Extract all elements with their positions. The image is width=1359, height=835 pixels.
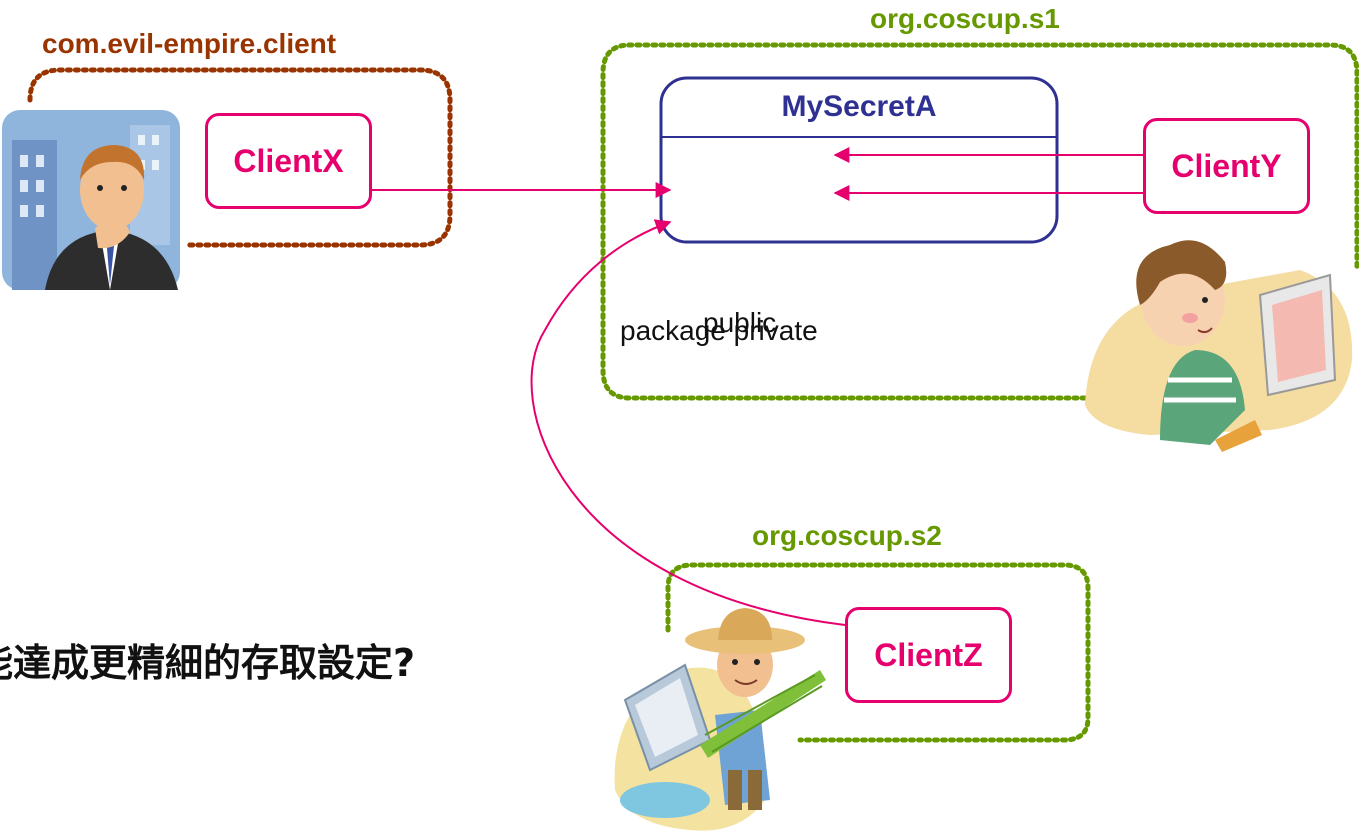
package-label-coscup-s1: org.coscup.s1 [870, 3, 1060, 34]
arrow-clientz-to-mysecreta [530, 219, 846, 626]
annotation-package-private: package private [620, 315, 818, 346]
package-s2-border [665, 562, 1091, 743]
question-text: 能達成更精細的存取設定? [0, 641, 416, 685]
client-box-clientz[interactable]: ClientZ [845, 607, 1012, 703]
businessman-illustration [2, 110, 180, 290]
annotation-public: public [703, 307, 777, 338]
farmer-illustration [614, 608, 826, 831]
class-title-mysecreta: MySecretA [781, 90, 937, 123]
class-box-mysecreta[interactable] [659, 76, 1059, 244]
package-label-coscup-s2: org.coscup.s2 [752, 520, 942, 551]
package-s1-border [600, 42, 1359, 401]
client-box-clientx[interactable]: ClientX [205, 113, 372, 209]
package-evil-border [27, 67, 453, 248]
boy-computer-illustration [1085, 240, 1353, 452]
client-box-clienty[interactable]: ClientY [1143, 118, 1310, 214]
package-label-evil-empire: com.evil-empire.client [42, 28, 337, 59]
